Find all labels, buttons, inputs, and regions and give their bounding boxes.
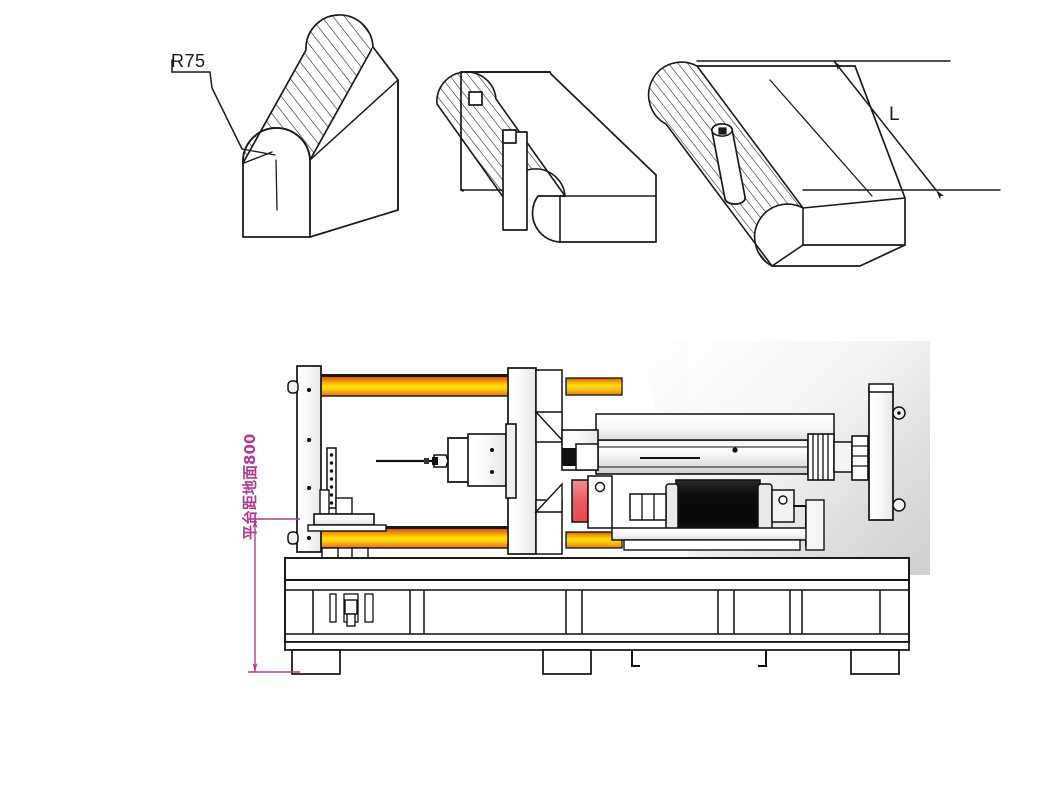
upper-rail <box>315 374 531 397</box>
figure-rounded-top-block-with-plate <box>436 71 657 243</box>
right-column <box>868 383 906 521</box>
tailstock-quill <box>561 413 869 481</box>
drive-motor <box>629 479 807 546</box>
spindle-head <box>447 423 517 499</box>
base-frame <box>284 579 910 675</box>
hydraulic-accent-part <box>571 475 613 529</box>
length-label-l: L <box>889 104 900 125</box>
platform-plate <box>284 557 910 581</box>
probe-needle <box>376 454 449 468</box>
machine-elevation-photo <box>248 341 930 675</box>
figure-rounded-top-block-with-pin <box>647 60 1001 267</box>
center-column <box>507 367 563 555</box>
tool-post <box>307 447 387 559</box>
carriage-table <box>611 499 825 551</box>
platform-height-dimension-label: 平台距地面800 <box>241 433 259 540</box>
height-dimension <box>248 518 300 673</box>
upper-rail-right <box>565 377 623 396</box>
figure-rounded-top-block-plain <box>171 14 399 238</box>
radius-label-r75: R75 <box>171 51 206 71</box>
